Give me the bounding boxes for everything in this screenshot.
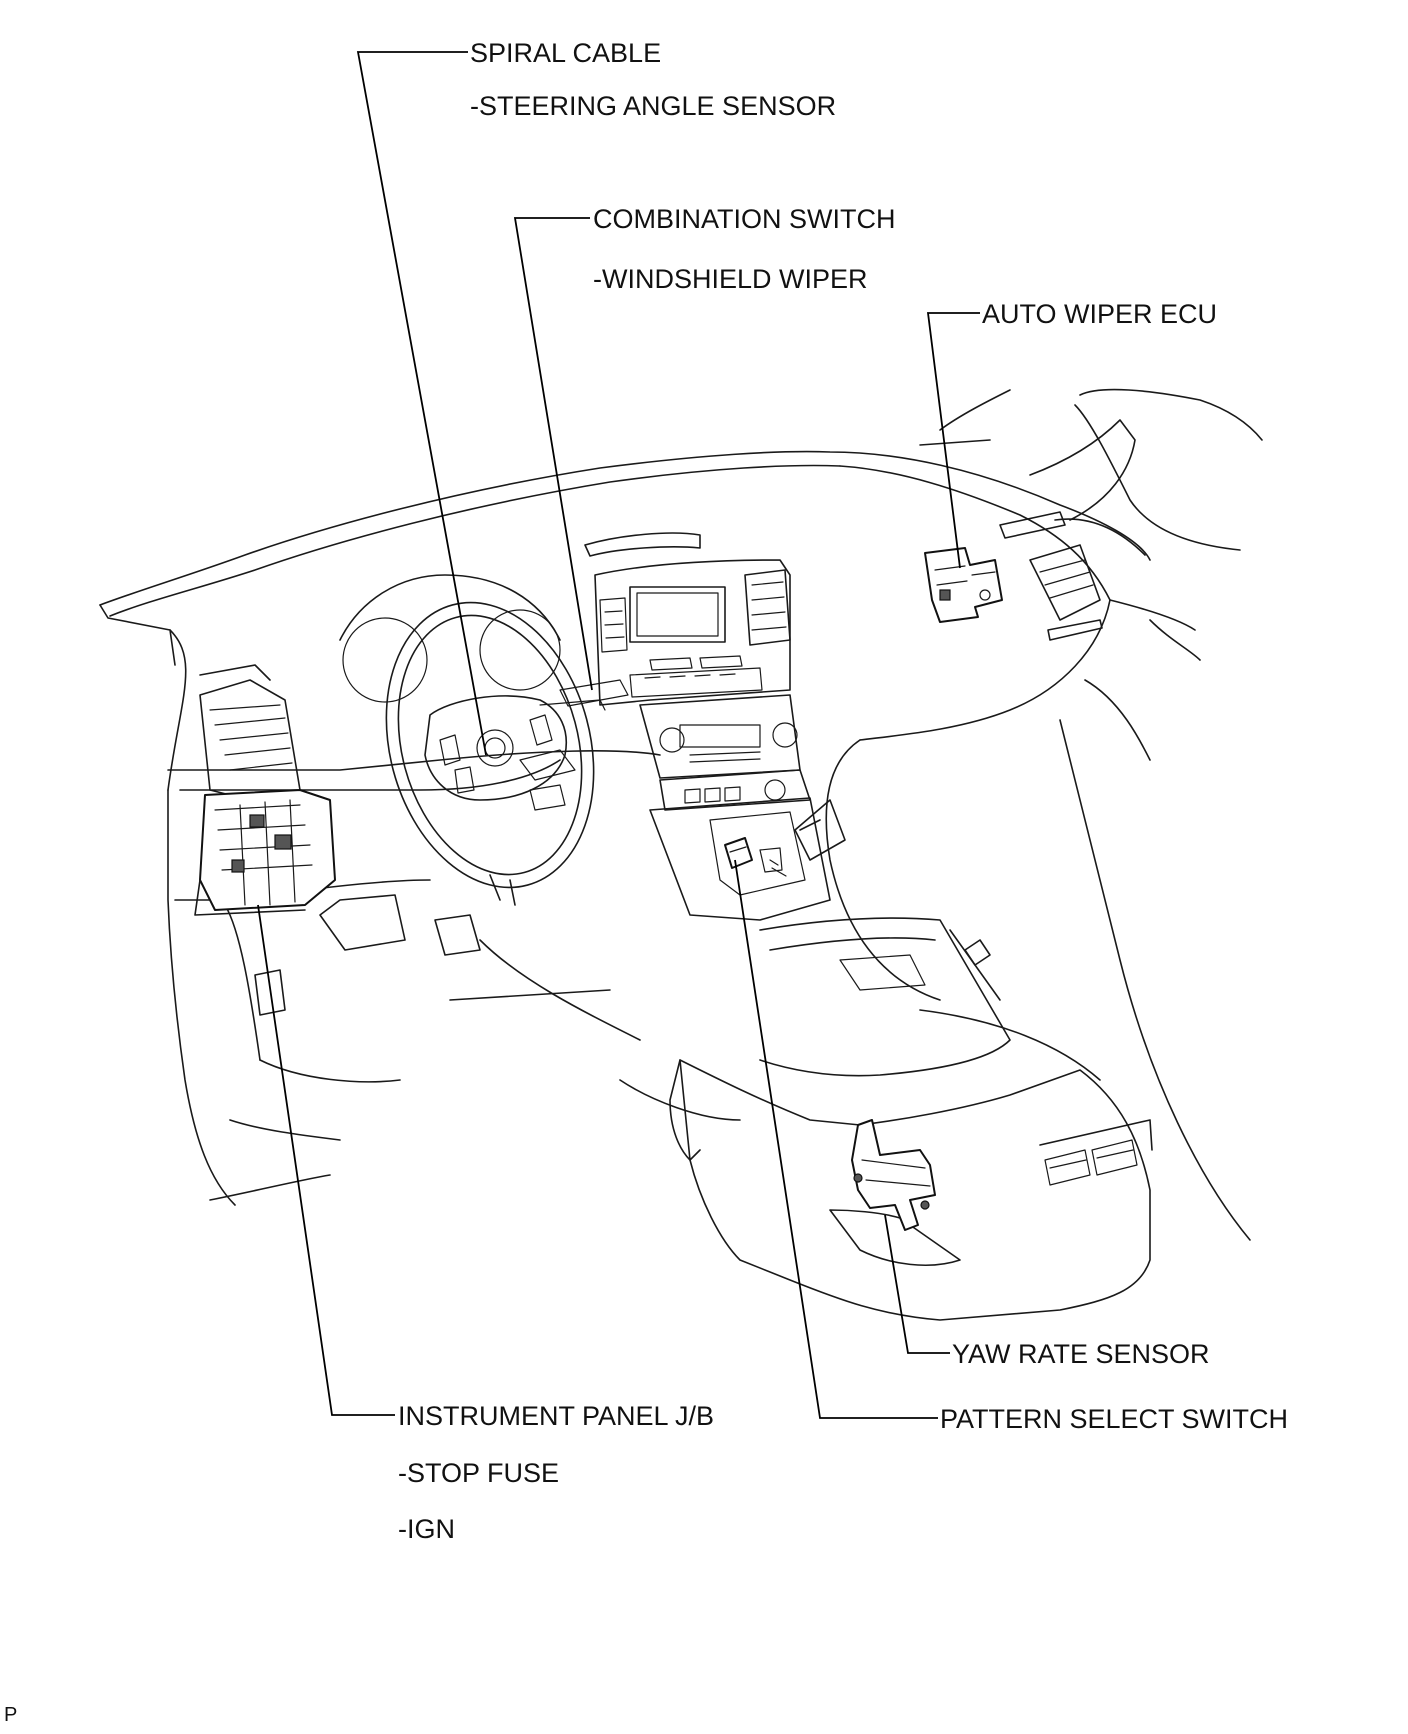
label-ign: -IGN	[398, 1514, 455, 1544]
label-combination-switch: COMBINATION SWITCH	[593, 204, 896, 234]
label-instrument-panel-jb: INSTRUMENT PANEL J/B	[398, 1401, 715, 1431]
label-steering-angle-sensor: -STEERING ANGLE SENSOR	[470, 91, 837, 121]
label-spiral-cable: SPIRAL CABLE	[470, 38, 662, 68]
steering-wheel	[339, 574, 629, 906]
leader-combination-switch	[513, 217, 593, 691]
pattern-select-switch-part	[724, 837, 753, 869]
leader-pattern-select-switch	[734, 859, 938, 1419]
leader-instrument-panel-jb	[257, 904, 395, 1416]
label-stop-fuse: -STOP FUSE	[398, 1458, 560, 1488]
auto-wiper-ecu-part	[924, 547, 1003, 623]
corner-mark: P	[4, 1704, 18, 1726]
yaw-rate-sensor-part	[851, 1119, 936, 1231]
label-yaw-rate-sensor: YAW RATE SENSOR	[952, 1339, 1210, 1369]
leader-yaw-rate-sensor	[884, 1214, 950, 1354]
footwell	[209, 894, 741, 1201]
leader-auto-wiper-ecu	[926, 312, 980, 569]
center-stack	[594, 559, 846, 921]
leader-lines	[257, 51, 980, 1419]
label-auto-wiper-ecu: AUTO WIPER ECU	[982, 299, 1218, 329]
floor-console	[669, 917, 1153, 1321]
instrument-panel-jb-part	[194, 789, 336, 916]
label-pattern-select-switch: PATTERN SELECT SWITCH	[940, 1404, 1289, 1434]
leader-spiral-cable	[356, 51, 487, 756]
label-windshield-wiper: -WINDSHIELD WIPER	[593, 264, 868, 294]
